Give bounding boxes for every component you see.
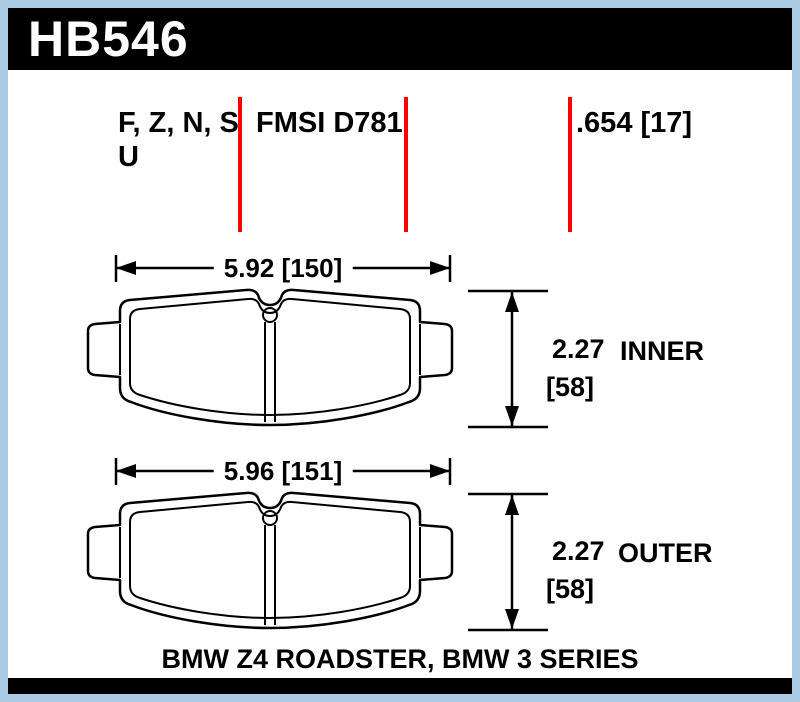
inner-pad-height-mm: [58] [546, 372, 595, 402]
red-divider-1 [238, 97, 242, 232]
header-bar [8, 8, 792, 70]
footer-bar [8, 678, 792, 694]
outer-pad-height-inches: 2.27 [552, 536, 605, 566]
red-divider-3 [568, 97, 572, 232]
inner-pad-width-dimension: 5.92 [150] [213, 253, 353, 283]
inner-pad-height-arrow [468, 289, 548, 429]
outer-pad-position-label: OUTER [618, 538, 713, 568]
inner-pad-height-inches: 2.27 [552, 334, 605, 364]
fmsi-code: FMSI D781 [256, 107, 403, 139]
part-number: HB546 [28, 11, 189, 67]
inner-brake-pad-outline [86, 288, 454, 427]
compound-codes-line1: F, Z, N, S [118, 107, 239, 139]
outer-pad-height-mm: [58] [546, 574, 595, 604]
pad-thickness: .654 [17] [576, 107, 693, 139]
outer-brake-pad-outline [86, 491, 454, 630]
sheet-background [8, 8, 792, 694]
outer-pad-height-arrow [468, 492, 548, 632]
vehicle-application-text: BMW Z4 ROADSTER, BMW 3 SERIES [161, 644, 639, 674]
compound-codes-line2: U [118, 141, 139, 173]
outer-pad-width-dimension: 5.96 [151] [213, 456, 353, 486]
red-divider-2 [404, 97, 408, 232]
inner-pad-position-label: INNER [620, 336, 705, 366]
